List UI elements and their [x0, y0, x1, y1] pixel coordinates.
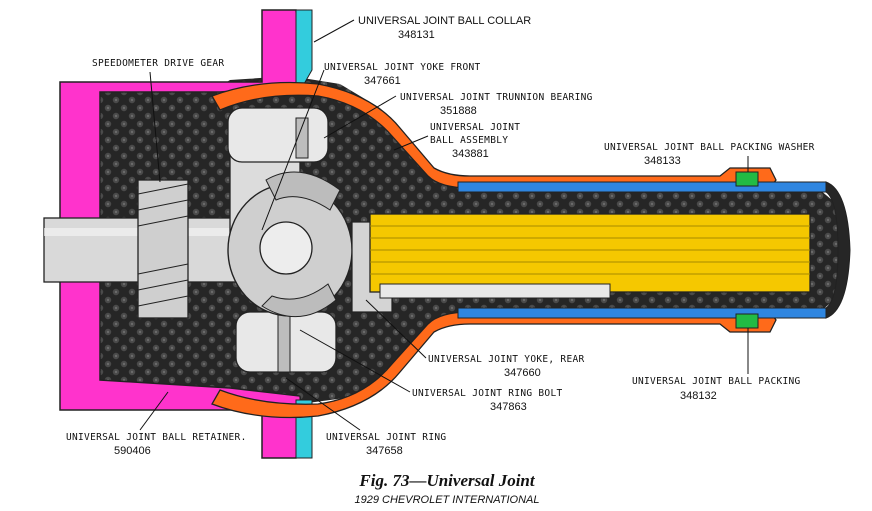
svg-text:347658: 347658: [366, 445, 403, 457]
svg-text:347660: 347660: [504, 367, 541, 379]
tube-end: [825, 181, 851, 319]
svg-text:SPEEDOMETER DRIVE GEAR: SPEEDOMETER DRIVE GEAR: [92, 58, 224, 69]
svg-text:351888: 351888: [440, 105, 477, 117]
callout-ball-assembly: UNIVERSAL JOINT BALL ASSEMBLY 343881: [393, 122, 520, 160]
svg-text:UNIVERSAL JOINT BALL PACKING W: UNIVERSAL JOINT BALL PACKING WASHER: [604, 142, 815, 153]
svg-text:UNIVERSAL JOINT RING: UNIVERSAL JOINT RING: [326, 432, 446, 443]
callout-trunnion-bearing: UNIVERSAL JOINT TRUNNION BEARING 351888: [323, 92, 593, 139]
ball-packing-lower: [735, 313, 759, 329]
svg-text:UNIVERSAL JOINT BALL COLLAR: UNIVERSAL JOINT BALL COLLAR: [358, 15, 531, 27]
tube-lower: [457, 307, 827, 319]
svg-text:348132: 348132: [680, 390, 717, 402]
callout-yoke-rear: UNIVERSAL JOINT YOKE, REAR 347660: [365, 299, 585, 379]
svg-text:UNIVERSAL JOINT BALL RETAINER.: UNIVERSAL JOINT BALL RETAINER.: [66, 432, 247, 443]
svg-text:UNIVERSAL JOINT BALL PACKING: UNIVERSAL JOINT BALL PACKING: [632, 376, 801, 387]
figure-caption: Fig. 73—Universal Joint: [358, 471, 535, 490]
svg-text:UNIVERSAL JOINT: UNIVERSAL JOINT: [430, 122, 520, 133]
trunnion-bearing-lower: [235, 311, 337, 373]
ball-housing-upper: [211, 81, 777, 189]
ball-packing-upper: [735, 171, 759, 187]
svg-text:348131: 348131: [398, 29, 435, 41]
universal-joint-ring: [227, 171, 353, 318]
svg-text:UNIVERSAL JOINT YOKE, REAR: UNIVERSAL JOINT YOKE, REAR: [428, 354, 585, 365]
svg-text:343881: 343881: [452, 148, 489, 160]
callout-packing-washer: UNIVERSAL JOINT BALL PACKING WASHER 3481…: [604, 142, 815, 172]
speedometer-drive-gear: [137, 179, 189, 319]
ball-housing-lower: [211, 311, 777, 419]
ball-collar: [295, 9, 313, 87]
callout-ring: UNIVERSAL JOINT RING 347658: [285, 377, 446, 457]
callout-ring-bolt: UNIVERSAL JOINT RING BOLT 347863: [299, 329, 563, 413]
svg-text:UNIVERSAL JOINT RING BOLT: UNIVERSAL JOINT RING BOLT: [412, 388, 563, 399]
svg-text:347661: 347661: [364, 75, 401, 87]
callout-speedometer-gear: SPEEDOMETER DRIVE GEAR: [92, 58, 224, 183]
svg-text:348133: 348133: [644, 155, 681, 167]
svg-text:BALL ASSEMBLY: BALL ASSEMBLY: [430, 135, 508, 146]
tube-upper: [457, 181, 827, 193]
callout-ball-collar: UNIVERSAL JOINT BALL COLLAR 348131: [313, 15, 531, 43]
svg-text:347863: 347863: [490, 401, 527, 413]
svg-text:UNIVERSAL JOINT YOKE FRONT: UNIVERSAL JOINT YOKE FRONT: [324, 62, 481, 73]
svg-text:UNIVERSAL JOINT TRUNNION BEARI: UNIVERSAL JOINT TRUNNION BEARING: [400, 92, 593, 103]
svg-text:590406: 590406: [114, 445, 151, 457]
callout-yoke-front: UNIVERSAL JOINT YOKE FRONT 347661: [261, 62, 481, 231]
figure-subtitle: 1929 CHEVROLET INTERNATIONAL: [354, 494, 539, 506]
callout-ball-packing: UNIVERSAL JOINT BALL PACKING 348132: [632, 328, 801, 402]
rear-shaft: [369, 213, 811, 299]
callout-ball-retainer: UNIVERSAL JOINT BALL RETAINER. 590406: [66, 391, 247, 457]
